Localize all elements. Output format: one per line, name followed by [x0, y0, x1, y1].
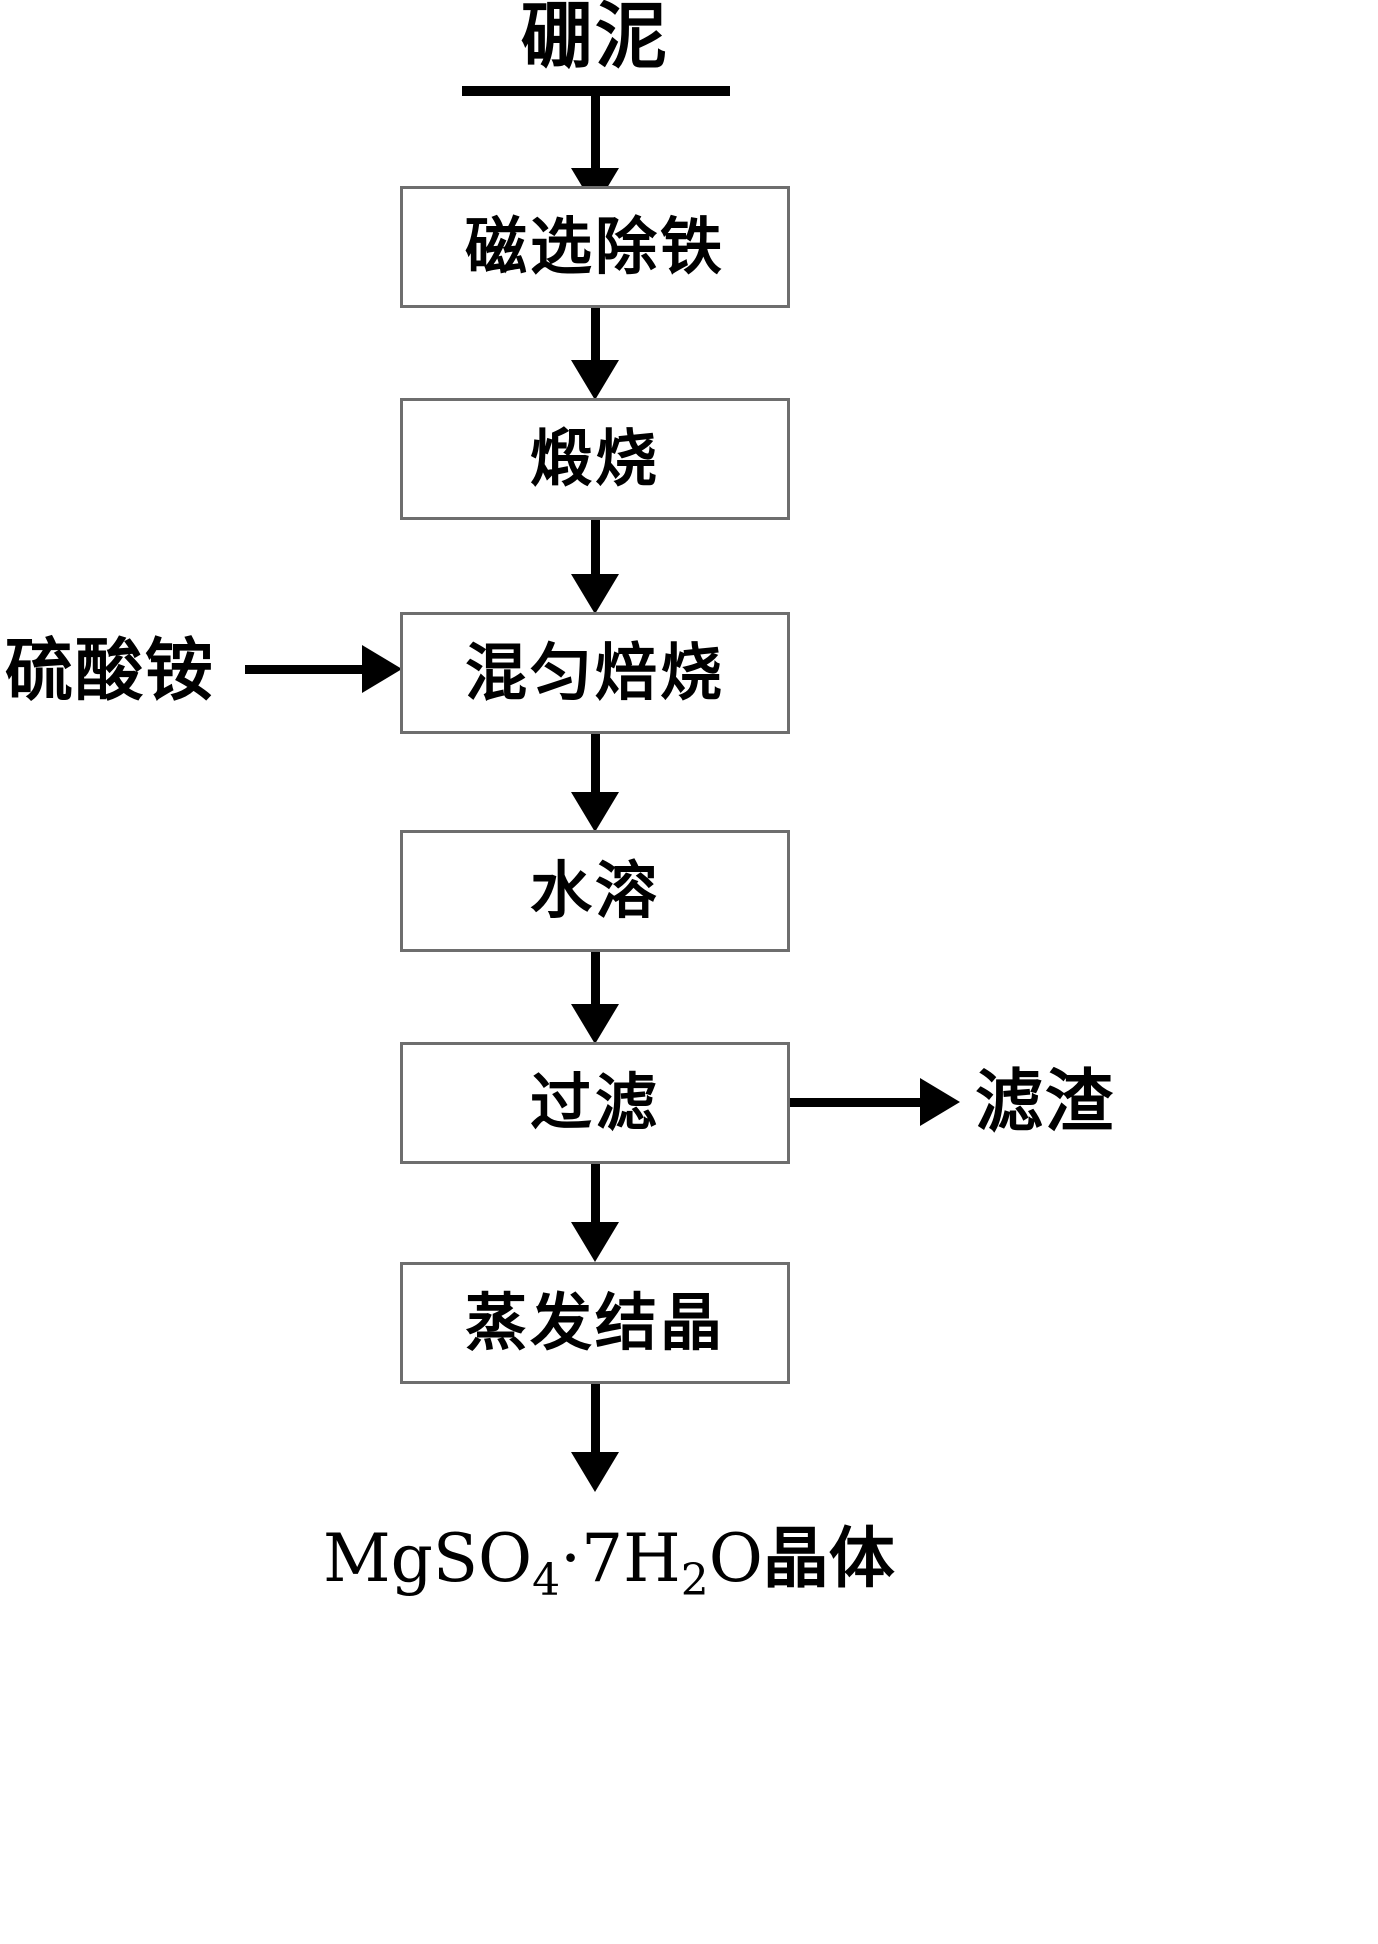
arrowhead-ammonium-sulfate-to-mix-roasting: [362, 645, 402, 693]
process-label-mix-roasting: 混匀焙烧: [464, 636, 725, 709]
final-product-prefix: MgSO: [323, 1520, 533, 1597]
process-box-water-dissolution[interactable]: 水溶: [400, 830, 790, 952]
final-product-mid: O: [708, 1520, 763, 1597]
input-label-ammonium-sulfate: 硫酸铵: [5, 631, 216, 711]
diagram-title: 硼泥: [520, 0, 669, 78]
process-box-calcination[interactable]: 煅烧: [400, 398, 790, 520]
connector-filtration-to-evaporation-crystallization: [591, 1164, 600, 1226]
connector-water-dissolution-to-filtration: [591, 952, 600, 1008]
final-product-subscript-4: 4: [532, 1555, 561, 1607]
connector-title-to-magnetic-separation: [591, 90, 600, 172]
connector-magnetic-separation-to-calcination: [591, 308, 600, 364]
process-label-calcination: 煅烧: [529, 422, 660, 495]
process-label-evaporation-crystallization: 蒸发结晶: [464, 1286, 725, 1359]
connector-filtration-to-filter-residue: [790, 1098, 930, 1107]
final-product-label: MgSO4·7H2O晶体: [323, 1505, 895, 1606]
process-box-magnetic-separation[interactable]: 磁选除铁: [400, 186, 790, 308]
process-label-filtration: 过滤: [529, 1066, 660, 1139]
process-box-mix-roasting[interactable]: 混匀焙烧: [400, 612, 790, 734]
arrowhead-mix-roasting-to-water-dissolution: [571, 792, 619, 832]
process-label-water-dissolution: 水溶: [529, 854, 660, 927]
process-box-evaporation-crystallization[interactable]: 蒸发结晶: [400, 1262, 790, 1384]
output-label-filter-residue: 滤渣: [975, 1062, 1116, 1142]
final-product-subscript-2: 2: [680, 1555, 709, 1607]
arrowhead-evaporation-to-final-product: [571, 1452, 619, 1492]
connector-mix-roasting-to-water-dissolution: [591, 734, 600, 796]
arrowhead-calcination-to-mix-roasting: [571, 574, 619, 614]
arrowhead-magnetic-separation-to-calcination: [571, 360, 619, 400]
final-product-middot: ·7H: [560, 1520, 681, 1597]
process-box-filtration[interactable]: 过滤: [400, 1042, 790, 1164]
connector-calcination-to-mix-roasting: [591, 520, 600, 578]
connector-evaporation-to-final-product: [591, 1384, 600, 1456]
process-label-magnetic-separation: 磁选除铁: [464, 210, 725, 283]
connector-ammonium-sulfate-to-mix-roasting: [245, 665, 375, 674]
final-product-suffix: 晶体: [762, 1519, 895, 1597]
arrowhead-water-dissolution-to-filtration: [571, 1004, 619, 1044]
arrowhead-filtration-to-evaporation-crystallization: [571, 1222, 619, 1262]
arrowhead-filtration-to-filter-residue: [920, 1078, 960, 1126]
